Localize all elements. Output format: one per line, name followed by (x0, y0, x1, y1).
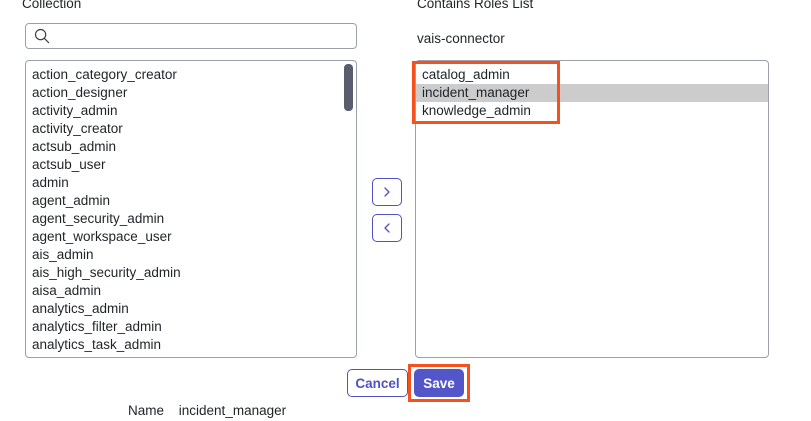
name-row: Name incident_manager (128, 403, 286, 418)
list-item[interactable]: catalog_admin (422, 67, 510, 82)
list-item[interactable]: action_category_creator (32, 67, 177, 82)
cancel-button[interactable]: Cancel (347, 369, 408, 397)
name-value: incident_manager (178, 403, 287, 418)
list-item[interactable]: actsub_admin (32, 139, 117, 154)
list-item[interactable]: analytics_admin (32, 301, 129, 316)
list-item[interactable]: analytics_filter_admin (32, 319, 162, 334)
list-item[interactable]: agent_workspace_user (32, 229, 172, 244)
context-value: vais-connector (417, 31, 505, 46)
search-icon (26, 27, 51, 45)
collection-search-box[interactable] (25, 23, 357, 49)
search-input[interactable] (51, 24, 356, 48)
contains-roles-list-label: Contains Roles List (417, 0, 534, 11)
list-item[interactable]: activity_admin (32, 103, 118, 118)
save-button[interactable]: Save (414, 369, 464, 397)
chevron-left-icon (380, 221, 394, 235)
list-item[interactable]: ais_high_security_admin (32, 265, 181, 280)
list-item[interactable]: action_designer (32, 85, 128, 100)
move-right-button[interactable] (372, 178, 402, 206)
collection-scrollbar[interactable] (344, 62, 355, 356)
collection-scrollbar-thumb[interactable] (344, 64, 353, 111)
name-label: Name (128, 403, 165, 418)
list-item[interactable]: admin (32, 175, 69, 190)
list-item[interactable]: analytics_viewer (26, 354, 356, 357)
move-left-button[interactable] (372, 214, 402, 242)
chevron-right-icon (380, 185, 394, 199)
list-item[interactable]: analytics_task_admin (32, 337, 162, 352)
list-item[interactable]: agent_security_admin (32, 211, 165, 226)
list-item[interactable]: activity_creator (32, 121, 123, 136)
list-item[interactable]: knowledge_admin (422, 103, 531, 118)
collection-label: Collection (22, 0, 82, 11)
list-item[interactable]: incident_manager (416, 84, 768, 102)
list-item[interactable]: ais_admin (32, 247, 94, 262)
list-item[interactable]: agent_admin (32, 193, 111, 208)
list-item[interactable]: actsub_user (32, 157, 106, 172)
list-item[interactable]: aisa_admin (32, 283, 102, 298)
